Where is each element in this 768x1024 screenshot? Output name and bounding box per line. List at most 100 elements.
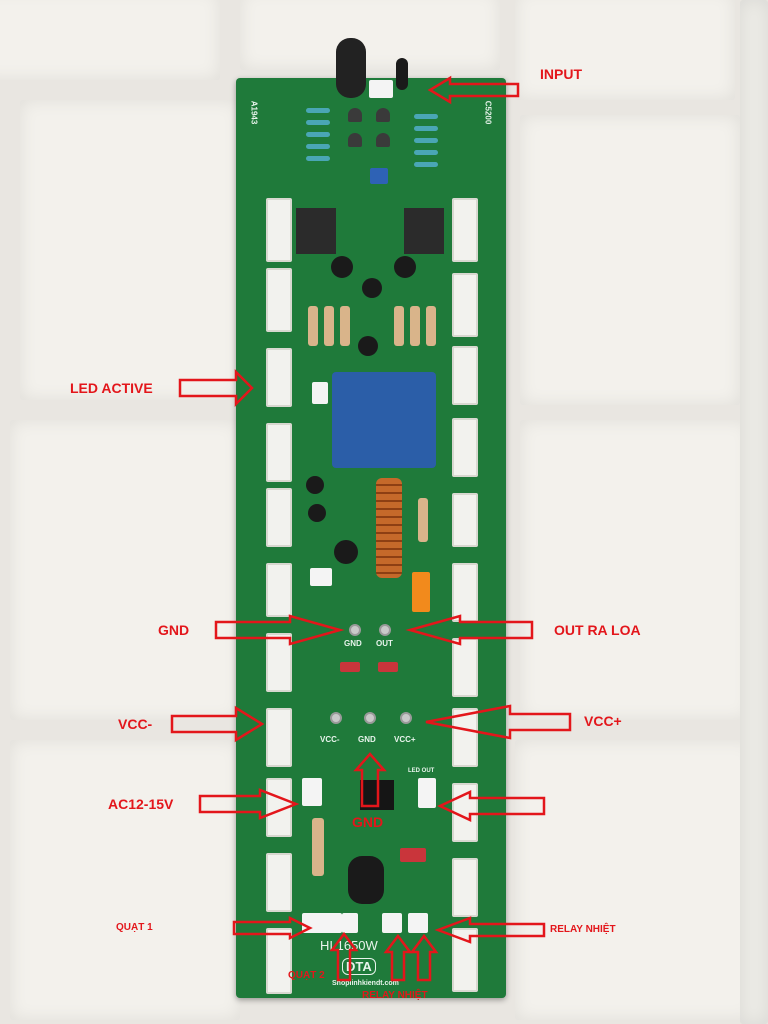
output-coil: [376, 478, 402, 578]
silk-website: Shoplinhkiendt.com: [332, 980, 399, 987]
capacitor: [308, 504, 326, 522]
silk-gnd: GND: [344, 639, 362, 648]
transistor-c5200: [452, 198, 478, 262]
silk-a1943: A1943: [249, 100, 259, 125]
trimmer: [370, 168, 388, 184]
relay: [332, 372, 436, 468]
brick: [0, 0, 220, 80]
resistor: [414, 114, 438, 119]
small-transistor: [376, 133, 390, 147]
brick: [740, 0, 768, 1024]
power-resistor: [340, 306, 350, 346]
label-vcc-minus: VCC-: [118, 716, 153, 732]
quat2-connector: [342, 913, 358, 933]
transistor-c5200: [452, 638, 478, 697]
silk-led-out: LED OUT: [408, 768, 435, 774]
transistor-a1943: [266, 853, 292, 912]
label-vcc-plus: VCC+: [584, 713, 622, 729]
small-transistor: [376, 108, 390, 122]
relay-nhiet-connector-2: [408, 913, 428, 933]
label-out-ra-loa: OUT RA LOA: [554, 622, 641, 638]
silk-gnd-mid: GND: [358, 735, 376, 744]
resistor: [306, 144, 330, 149]
transistor-a1943: [266, 633, 292, 692]
silk-vcc-minus: VCC-: [320, 735, 340, 744]
capacitor: [336, 38, 366, 98]
transistor-a1943: [266, 348, 292, 407]
transistor-a1943: [266, 708, 292, 767]
power-resistor: [394, 306, 404, 346]
brick: [20, 100, 240, 400]
transistor-a1943: [266, 268, 292, 332]
power-resistor: [324, 306, 334, 346]
resistor: [378, 662, 398, 672]
gnd-pad: [349, 624, 361, 636]
led-out-connector: [418, 778, 436, 808]
quat1-connector: [302, 913, 342, 933]
driver-heatsink: [296, 208, 336, 254]
brick: [520, 115, 740, 405]
relay-small: [400, 848, 426, 862]
resistor: [414, 162, 438, 167]
brick: [240, 0, 500, 70]
label-ac12-15v: AC12-15V: [108, 796, 174, 812]
out-pad: [379, 624, 391, 636]
transistor-c5200: [452, 273, 478, 337]
power-resistor: [410, 306, 420, 346]
transistor-c5200: [452, 928, 478, 992]
label-input: INPUT: [540, 66, 582, 82]
silk-brand: DTA: [342, 958, 376, 975]
resistor: [340, 662, 360, 672]
transistor-c5200: [452, 563, 478, 622]
capacitor: [362, 278, 382, 298]
label-quat2: QUẠT 2: [288, 970, 325, 981]
brick: [10, 420, 240, 720]
resistor: [306, 156, 330, 161]
silk-out: OUT: [376, 639, 393, 648]
transistor-c5200: [452, 418, 478, 477]
resistor: [306, 120, 330, 125]
led-connector: [312, 382, 328, 404]
capacitor: [396, 58, 408, 90]
transistor-c5200: [452, 783, 478, 842]
capacitor: [348, 856, 384, 904]
resistor: [414, 126, 438, 131]
resistor: [414, 138, 438, 143]
silk-vcc-plus: VCC+: [394, 735, 416, 744]
label-gnd-bottom: GND: [352, 814, 384, 830]
resistor: [418, 498, 428, 542]
vcc-plus-pad: [400, 712, 412, 724]
driver-heatsink: [404, 208, 444, 254]
resistor: [306, 108, 330, 113]
amplifier-pcb: A1943 C5200 GND OUT: [236, 38, 506, 998]
ac-connector: [302, 778, 322, 806]
connector: [310, 568, 332, 586]
brick: [515, 740, 755, 1020]
capacitor: [334, 540, 358, 564]
transistor-a1943: [266, 563, 292, 617]
capacitor: [331, 256, 353, 278]
resistor: [414, 150, 438, 155]
small-transistor: [348, 133, 362, 147]
transistor-c5200: [452, 493, 478, 547]
transistor-a1943: [266, 423, 292, 482]
orange-capacitor: [412, 572, 430, 612]
capacitor: [358, 336, 378, 356]
capacitor: [394, 256, 416, 278]
label-relay-nhiet-right: RELAY NHIỆT: [550, 924, 616, 935]
small-transistor: [348, 108, 362, 122]
label-gnd: GND: [158, 622, 190, 638]
transistor-c5200: [452, 346, 478, 405]
transistor-c5200: [452, 708, 478, 767]
resistor: [312, 818, 324, 876]
brick: [520, 420, 750, 720]
label-led-active: LED ACTIVE: [70, 380, 153, 396]
brick: [10, 740, 240, 1020]
silk-model: HI 1650W: [320, 938, 378, 953]
silk-c5200: C5200: [483, 100, 493, 125]
power-resistor: [308, 306, 318, 346]
transistor-a1943: [266, 778, 292, 837]
bridge-rectifier: [360, 780, 394, 810]
transistor-a1943: [266, 928, 292, 994]
